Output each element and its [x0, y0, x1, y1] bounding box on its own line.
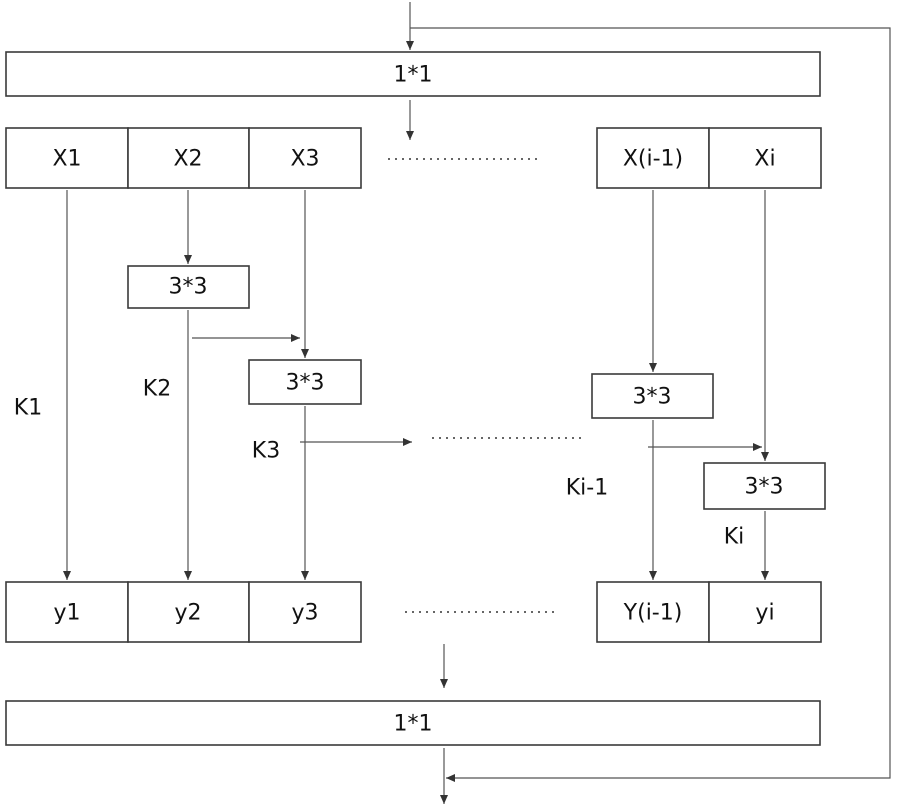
- output-y-prev-box: [596, 581, 710, 643]
- conv-3x3-k2: [127, 265, 250, 309]
- output-y-prev-label: Y(i-1): [623, 601, 683, 626]
- k2-label: K2: [143, 377, 171, 402]
- output-y1-box: [5, 581, 129, 643]
- k-prev-label: Ki-1: [566, 476, 608, 501]
- output-yi-label: yi: [755, 601, 774, 626]
- input-x-prev-box: [596, 127, 710, 189]
- conv-1x1-top-label: 1*1: [394, 63, 433, 88]
- conv-3x3-k-prev-label: 3*3: [633, 385, 672, 410]
- residual-skip-connection: [410, 27, 891, 782]
- conv-1x1-bottom-label: 1*1: [394, 712, 433, 737]
- output-y3-label: y3: [291, 601, 318, 626]
- output-y2-label: y2: [174, 601, 201, 626]
- conv-3x3-ki: [703, 462, 826, 510]
- conv-3x3-ki-label: 3*3: [745, 475, 784, 500]
- input-x3-box: [248, 127, 362, 189]
- conv-3x3-k3: [248, 359, 362, 405]
- conv-1x1-top: [5, 51, 821, 97]
- input-x2-label: X2: [173, 147, 202, 172]
- k3-label: K3: [252, 439, 280, 464]
- conv-1x1-bottom: [5, 700, 821, 746]
- input-x3-label: X3: [290, 147, 319, 172]
- output-y2-box: [127, 581, 250, 643]
- input-x1-box: [5, 127, 129, 189]
- output-y1-label: y1: [53, 601, 80, 626]
- conv-3x3-k-prev: [591, 373, 714, 419]
- conv-3x3-k3-label: 3*3: [286, 371, 325, 396]
- k1-label: K1: [14, 396, 42, 421]
- input-x-prev-label: X(i-1): [623, 147, 683, 172]
- conv-3x3-k2-label: 3*3: [169, 275, 208, 300]
- output-y3-box: [248, 581, 362, 643]
- input-x1-label: X1: [52, 147, 81, 172]
- output-yi-box: [708, 581, 822, 643]
- input-xi-label: Xi: [754, 147, 775, 172]
- input-x2-box: [127, 127, 250, 189]
- ki-label: Ki: [724, 525, 745, 550]
- input-xi-box: [708, 127, 822, 189]
